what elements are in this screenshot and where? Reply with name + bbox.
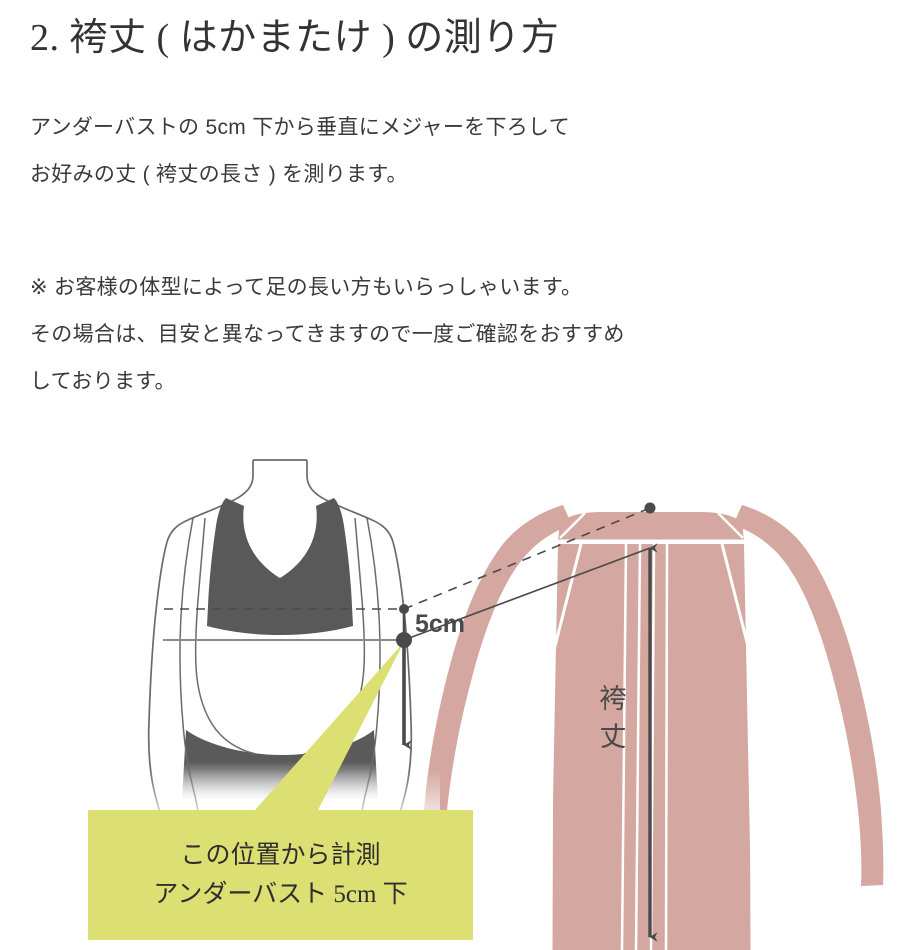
note-line-2: その場合は、目安と異なってきますので一度ご確認をおすすめ [30, 323, 625, 346]
measurement-guides: 5cm [163, 502, 656, 750]
measure-solid-link [403, 547, 651, 641]
measurement-label: 5cm [415, 610, 465, 638]
hakama-top-marker [644, 502, 656, 514]
hakama-length-label-char1: 袴 [600, 684, 627, 714]
page-title: 2. 袴丈 ( はかまたけ ) の測り方 [30, 17, 560, 59]
measure-point-marker [396, 632, 412, 648]
hakama-pleat-4 [620, 543, 628, 950]
note-line-1: ※ お客様の体型によって足の長い方もいらっしゃいます。 [30, 276, 583, 299]
intro-line-2: お好みの丈 ( 袴丈の長さ ) を測ります。 [30, 163, 408, 186]
hakama-side-right [749, 657, 754, 950]
note-paragraph: ※ お客様の体型によって足の長い方もいらっしゃいます。 その場合は、目安と異なっ… [30, 264, 625, 405]
hakama-koshiita-left [559, 512, 586, 539]
callout-pointer [255, 642, 404, 810]
hakama-side-left [549, 657, 554, 950]
hakama-sash-right [733, 505, 884, 886]
hakama-koshiita-right [717, 512, 744, 539]
hakama-pleat-1 [634, 543, 642, 950]
body-bra-band [207, 606, 353, 635]
body-sports-bra [208, 498, 352, 606]
hakama-illustration: 袴 丈 [421, 505, 884, 950]
hakama-seam-left [550, 543, 583, 659]
body-torso-contour [194, 517, 257, 755]
callout-box [88, 810, 473, 940]
hakama-pleat-3 [664, 543, 669, 950]
note-line-3: しております。 [30, 370, 176, 393]
measurement-illustration: 袴 丈 [0, 440, 900, 950]
underbust-point-marker [399, 604, 409, 614]
intro-paragraph: アンダーバストの 5cm 下から垂直にメジャーを下ろして お好みの丈 ( 袴丈の… [30, 104, 570, 198]
hakama-length-label-char2: 丈 [600, 722, 627, 752]
underbust-dashed-link [403, 507, 651, 610]
intro-line-1: アンダーバストの 5cm 下から垂直にメジャーを下ろして [30, 116, 571, 139]
hakama-seam-right [720, 543, 753, 659]
